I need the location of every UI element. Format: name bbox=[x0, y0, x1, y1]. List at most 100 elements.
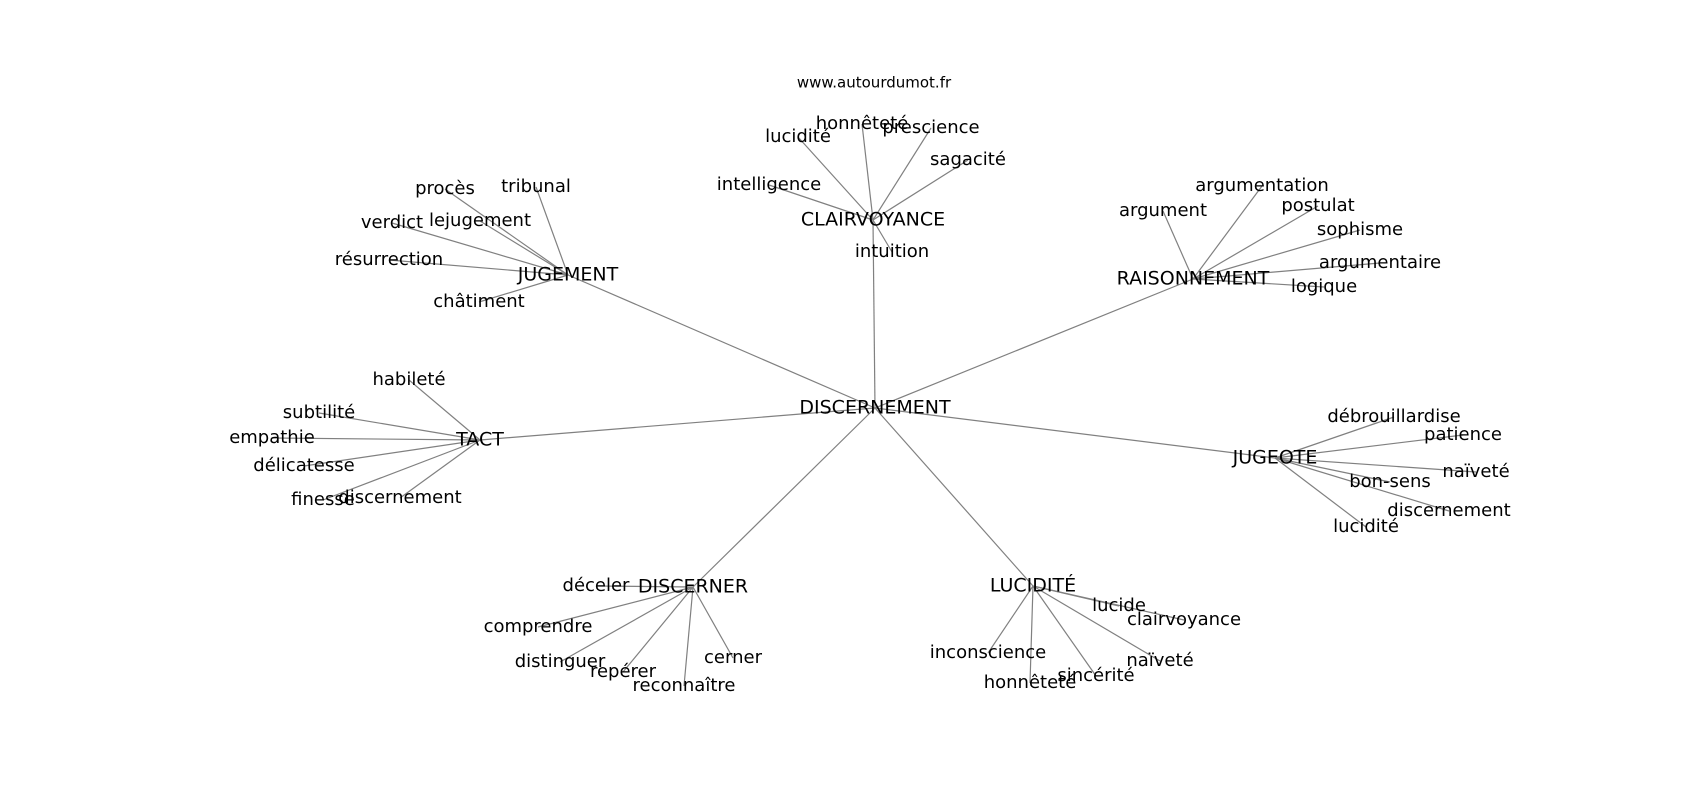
node-tact-delicatesse: délicatesse bbox=[253, 455, 354, 476]
edge-jugeote-patience bbox=[1274, 434, 1464, 459]
node-lucidite-hub-naivete: naïveté bbox=[1126, 650, 1193, 671]
edge-tact-habilete bbox=[408, 379, 481, 441]
node-tact-subtilite: subtilité bbox=[283, 402, 355, 423]
node-discerner-distinguer: distinguer bbox=[515, 651, 606, 672]
node-raisonnement-argumentaire: argumentaire bbox=[1319, 252, 1441, 273]
node-lucidite-hub-clairvoyance: clairvoyance bbox=[1127, 609, 1241, 630]
node-jugeote-debrouillardise: débrouillardise bbox=[1327, 406, 1460, 427]
node-hub-jugement: JUGEMENT bbox=[517, 264, 619, 286]
edge-raisonnement-logique bbox=[1192, 278, 1325, 288]
edge-center-lucidite-hub bbox=[874, 407, 1034, 587]
node-jugement-verdict: verdict bbox=[361, 212, 423, 233]
node-hub-raisonnement: RAISONNEMENT bbox=[1117, 268, 1270, 290]
edge-center-jugeote bbox=[874, 407, 1276, 459]
edge-discerner-deceler bbox=[595, 585, 694, 588]
edge-jugement-tribunal bbox=[535, 186, 569, 276]
edge-jugeote-naivete bbox=[1274, 457, 1477, 473]
node-discerner-comprendre: comprendre bbox=[484, 616, 593, 637]
node-jugement-tribunal: tribunal bbox=[501, 176, 571, 197]
node-raisonnement-argument: argument bbox=[1119, 200, 1207, 221]
node-tact-finesse: finesse bbox=[291, 489, 355, 510]
node-clairvoyance-prescience: prescience bbox=[882, 117, 979, 138]
node-jugement-resurrection: résurrection bbox=[335, 249, 443, 270]
edge-tact-discernement bbox=[399, 439, 481, 499]
node-jugement-lejugement: lejugement bbox=[429, 210, 531, 231]
edge-clairvoyance-sagacite bbox=[872, 159, 969, 221]
node-discerner-cerner: cerner bbox=[704, 647, 763, 668]
node-hub-lucidite-hub: LUCIDITÉ bbox=[990, 574, 1076, 597]
edge-center-clairvoyance bbox=[872, 219, 876, 409]
edge-jugement-lejugement bbox=[479, 220, 569, 276]
edge-jugeote-discernement bbox=[1274, 457, 1450, 512]
node-raisonnement-sophisme: sophisme bbox=[1317, 219, 1403, 240]
node-discerner-deceler: déceler bbox=[563, 575, 631, 596]
node-discernement-center: DISCERNEMENT bbox=[799, 397, 951, 419]
edge-discerner-cerner bbox=[692, 586, 734, 659]
node-discerner-reperer: repérer bbox=[590, 661, 657, 682]
node-tact-empathie: empathie bbox=[229, 427, 315, 448]
node-lucidite-hub-lucide: lucide bbox=[1092, 595, 1146, 616]
node-raisonnement-argumentation: argumentation bbox=[1195, 175, 1329, 196]
edge-center-raisonnement bbox=[874, 278, 1194, 409]
edge-tact-subtilite bbox=[318, 412, 481, 441]
node-jugeote-lucidite: lucidité bbox=[1333, 516, 1399, 537]
edge-clairvoyance-lucidite bbox=[797, 136, 874, 221]
edge-lucidite-hub-naivete bbox=[1032, 585, 1161, 662]
node-jugeote-discernement: discernement bbox=[1387, 500, 1510, 521]
edge-jugement-chatiment bbox=[478, 274, 569, 303]
edge-discerner-comprendre bbox=[537, 586, 694, 628]
node-clairvoyance-intuition: intuition bbox=[855, 241, 929, 262]
node-hub-tact: TACT bbox=[455, 429, 504, 451]
node-clairvoyance-intelligence: intelligence bbox=[717, 174, 821, 195]
node-jugeote-naivete: naïveté bbox=[1442, 461, 1509, 482]
edge-center-tact bbox=[479, 407, 876, 441]
node-lucidite-hub-inconscience: inconscience bbox=[930, 642, 1046, 663]
edge-discerner-reconnaitre bbox=[683, 586, 694, 687]
node-discerner-reconnaitre: reconnaître bbox=[633, 675, 736, 696]
node-tact-habilete: habileté bbox=[372, 369, 445, 390]
edge-raisonnement-argumentaire bbox=[1192, 262, 1381, 280]
edge-lucidite-hub-sincerite bbox=[1032, 585, 1097, 677]
node-lucidite-hub-honnetete: honnêteté bbox=[984, 672, 1077, 693]
edge-raisonnement-sophisme bbox=[1192, 229, 1361, 280]
edge-clairvoyance-intuition bbox=[872, 219, 893, 253]
edge-lucidite-hub-honnetete bbox=[1029, 585, 1034, 684]
edge-raisonnement-postulat bbox=[1192, 205, 1319, 280]
edge-jugement-proces bbox=[444, 188, 569, 276]
edge-lucidite-hub-inconscience bbox=[987, 585, 1034, 654]
edge-discerner-reperer bbox=[622, 586, 694, 673]
edges bbox=[271, 123, 1477, 687]
node-hub-discerner: DISCERNER bbox=[638, 576, 748, 598]
edge-center-jugement bbox=[567, 274, 876, 409]
edge-jugeote-lucidite bbox=[1274, 457, 1367, 528]
edge-center-discerner bbox=[692, 407, 876, 588]
node-hub-jugeote: JUGEOTE bbox=[1232, 447, 1318, 469]
edge-jugement-verdict bbox=[391, 222, 569, 276]
edge-clairvoyance-prescience bbox=[872, 127, 932, 221]
source-url: www.autourdumot.fr bbox=[797, 74, 952, 92]
edge-lucidite-hub-clairvoyance bbox=[1032, 585, 1185, 621]
edge-clairvoyance-intelligence bbox=[768, 184, 874, 221]
node-clairvoyance-sagacite: sagacité bbox=[930, 149, 1006, 170]
node-raisonnement-postulat: postulat bbox=[1281, 195, 1354, 216]
node-jugement-chatiment: châtiment bbox=[433, 291, 524, 312]
node-jugeote-patience: patience bbox=[1424, 424, 1502, 445]
edge-tact-delicatesse bbox=[303, 439, 481, 467]
edge-tact-finesse bbox=[322, 439, 481, 501]
node-clairvoyance-lucidite: lucidité bbox=[765, 126, 831, 147]
edge-jugeote-debrouillardise bbox=[1274, 416, 1395, 459]
node-jugeote-bon-sens: bon-sens bbox=[1349, 471, 1431, 492]
node-lucidite-hub-sincerite: sincérité bbox=[1057, 665, 1134, 686]
edge-tact-empathie bbox=[271, 437, 481, 441]
edge-clairvoyance-honnetete bbox=[861, 123, 874, 221]
node-clairvoyance-honnetete: honnêteté bbox=[816, 113, 909, 134]
edge-jugement-resurrection bbox=[388, 259, 569, 276]
node-raisonnement-logique: logique bbox=[1291, 276, 1357, 297]
edge-raisonnement-argumentation bbox=[1192, 185, 1263, 280]
edge-raisonnement-argument bbox=[1162, 210, 1194, 280]
node-jugement-proces: procès bbox=[415, 178, 475, 199]
node-tact-discernement: discernement bbox=[338, 487, 461, 508]
edge-jugeote-bon-sens bbox=[1274, 457, 1391, 483]
edge-discerner-distinguer bbox=[559, 586, 694, 663]
